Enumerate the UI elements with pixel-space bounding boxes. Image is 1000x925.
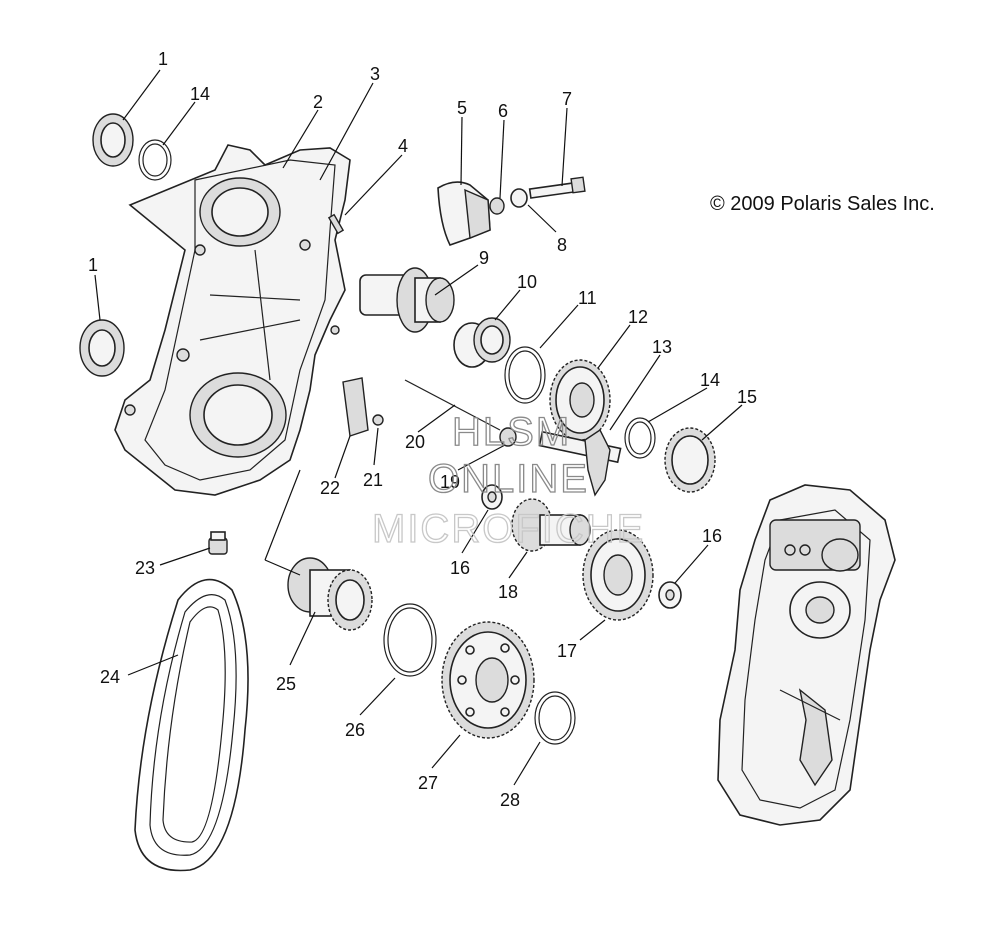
thrust-washer-left xyxy=(481,484,503,510)
shift-rod xyxy=(404,379,501,431)
dowel-pin xyxy=(327,213,345,235)
shim-plate xyxy=(342,377,369,437)
callout-label: 3 xyxy=(370,64,380,84)
callout-label: 5 xyxy=(457,98,467,118)
callout-label: 20 xyxy=(405,432,425,452)
chain-tensioner xyxy=(437,181,491,246)
plug xyxy=(208,531,228,555)
gear-15 xyxy=(664,427,716,493)
callout-label: 1 xyxy=(158,49,168,69)
shift-fork xyxy=(538,428,622,497)
watermark: HLSM ONLINE MICROFICHE xyxy=(371,409,645,551)
gear-12 xyxy=(549,359,611,441)
callout-label: 17 xyxy=(557,641,577,661)
bolt xyxy=(528,176,586,199)
callout-label: 26 xyxy=(345,720,365,740)
output-shaft xyxy=(359,267,455,333)
callout-label: 6 xyxy=(498,101,508,121)
bearing xyxy=(453,317,511,368)
snap-ring-26 xyxy=(383,603,437,677)
callout-label: 7 xyxy=(562,89,572,109)
callout-label: 10 xyxy=(517,272,537,292)
leader-lines xyxy=(94,69,743,786)
assembled-gearcase-reference xyxy=(717,484,896,826)
callout-label: 2 xyxy=(313,92,323,112)
callout-label: 18 xyxy=(498,582,518,602)
callout-label: 8 xyxy=(557,235,567,255)
callout-label: 14 xyxy=(700,370,720,390)
seal-top xyxy=(92,113,134,167)
callout-label: 12 xyxy=(628,307,648,327)
callout-label: 14 xyxy=(190,84,210,104)
snap-ring-11 xyxy=(504,346,546,404)
seal-left xyxy=(79,319,125,377)
callout-label: 23 xyxy=(135,558,155,578)
callout-label: 15 xyxy=(737,387,757,407)
callout-label: 4 xyxy=(398,136,408,156)
callout-label: 19 xyxy=(440,472,460,492)
callout-label: 27 xyxy=(418,773,438,793)
callout-label: 11 xyxy=(578,288,597,308)
screw xyxy=(372,414,384,426)
callout-label: 16 xyxy=(702,526,722,546)
snap-ring-14-right xyxy=(624,417,656,459)
callout-label: 28 xyxy=(500,790,520,810)
plunger xyxy=(499,427,517,447)
callout-label: 1 xyxy=(88,255,98,275)
callout-label: 22 xyxy=(320,478,340,498)
gear-17 xyxy=(582,529,654,621)
watermark-line: MICROFICHE xyxy=(372,507,645,551)
nut xyxy=(510,188,528,208)
callout-label: 16 xyxy=(450,558,470,578)
thrust-washer-right xyxy=(658,581,682,609)
washer xyxy=(489,197,505,215)
gearcase-housing xyxy=(114,144,351,496)
watermark-line: ONLINE xyxy=(428,457,589,501)
callout-label: 25 xyxy=(276,674,296,694)
sprocket-27 xyxy=(441,621,535,739)
callout-label: 21 xyxy=(363,470,383,490)
snap-ring-top xyxy=(138,139,172,181)
drive-chain xyxy=(134,578,249,872)
snap-ring-28 xyxy=(534,691,576,745)
callout-label: 13 xyxy=(652,337,672,357)
gear-18 xyxy=(511,498,591,552)
callout-label: 24 xyxy=(100,667,120,687)
callout-label: 9 xyxy=(479,248,489,268)
callout-labels: 1 14 2 3 4 5 6 7 8 1 9 10 11 12 13 14 15… xyxy=(88,49,757,810)
watermark-line: HLSM xyxy=(452,410,571,454)
sprocket-hub xyxy=(287,557,373,631)
copyright-notice: © 2009 Polaris Sales Inc. xyxy=(710,193,935,215)
